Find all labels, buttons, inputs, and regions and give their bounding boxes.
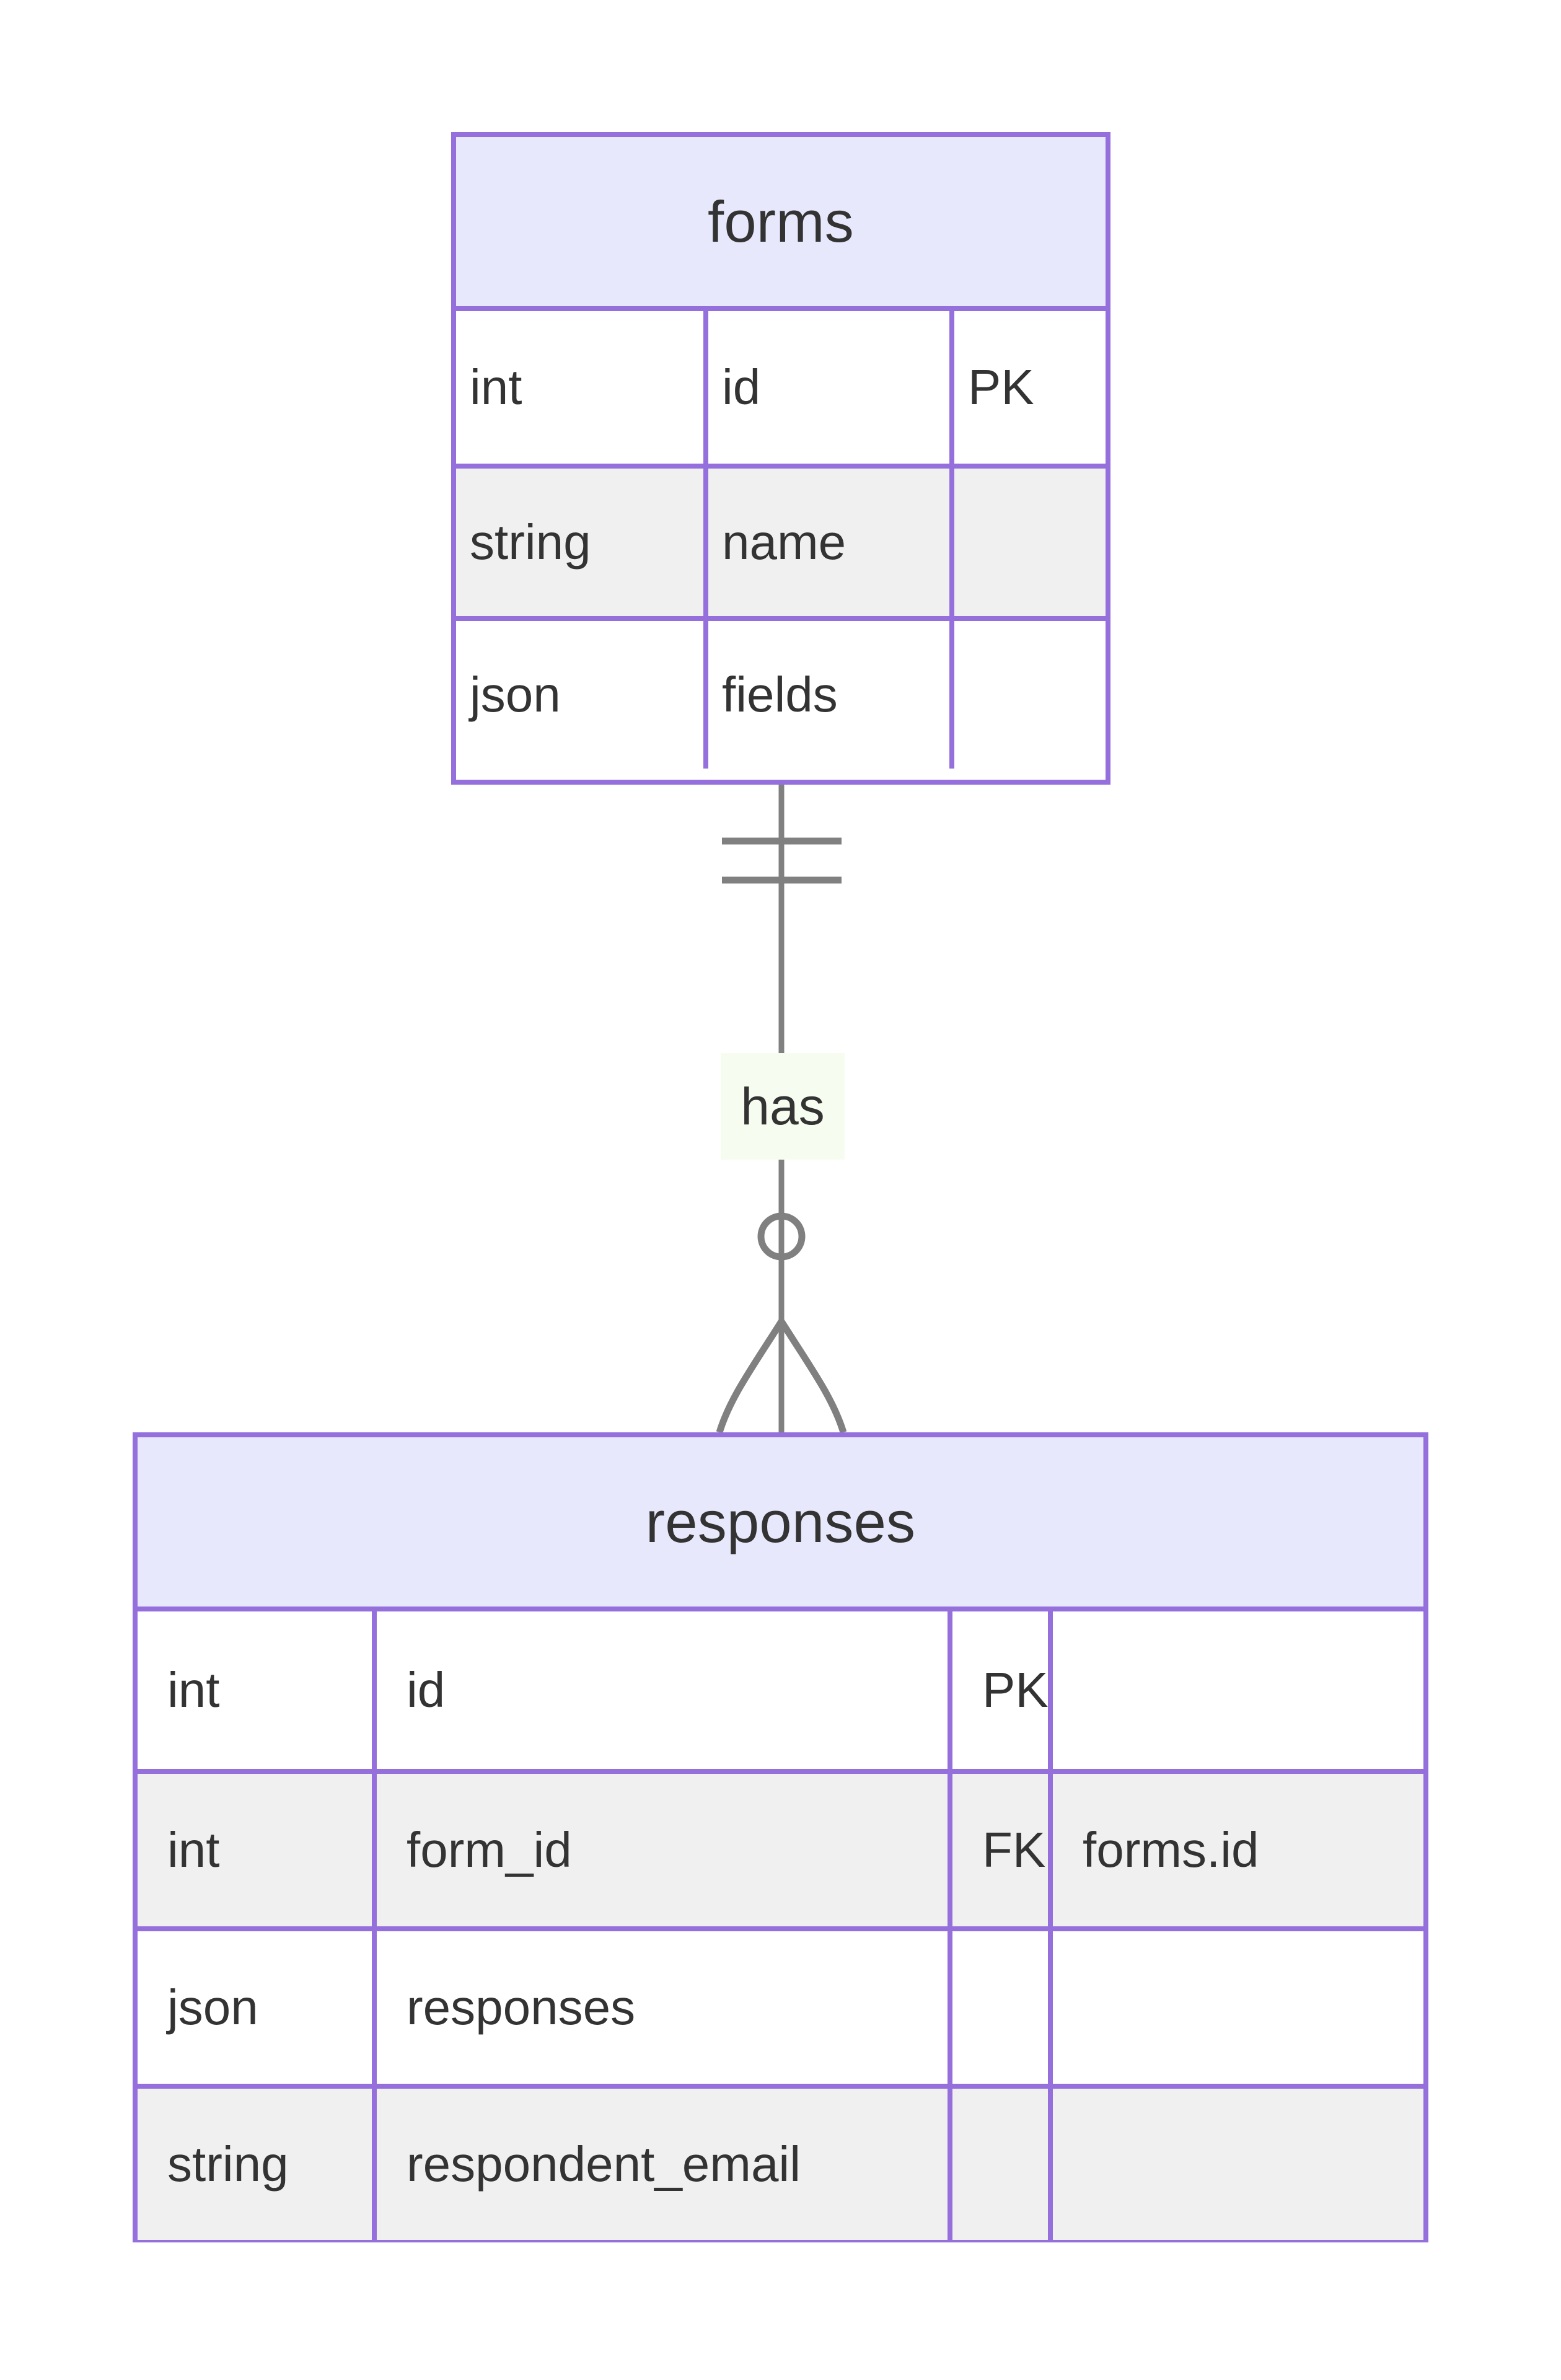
entity-responses-title: responses [138, 1437, 1423, 1611]
attribute-ref [1048, 2089, 1418, 2240]
attribute-key [949, 469, 1106, 616]
entity-forms-title: forms [456, 137, 1106, 311]
attribute-key: PK [949, 311, 1106, 464]
attribute-ref [1048, 1931, 1418, 2084]
attribute-name: name [703, 469, 949, 616]
attribute-key: FK [948, 1774, 1048, 1926]
cardinality-many-crowsfoot-left [716, 1320, 785, 1434]
table-row[interactable]: int id PK [138, 1611, 1423, 1769]
attribute-type: json [167, 1980, 258, 2035]
attribute-type: json [470, 667, 561, 722]
attribute-ref [1048, 1611, 1418, 1769]
relationship-label: has [721, 1053, 845, 1160]
attribute-type: int [167, 1822, 220, 1877]
attribute-type: string [167, 2136, 289, 2192]
attribute-name: responses [372, 1931, 948, 2084]
table-row[interactable]: json responses [138, 1926, 1423, 2084]
attribute-key [948, 1931, 1048, 2084]
attribute-name: respondent_email [372, 2089, 948, 2240]
cardinality-many-crowsfoot-right [778, 1320, 847, 1434]
attribute-name: id [372, 1611, 948, 1769]
attribute-type: int [470, 359, 522, 415]
cardinality-zero-circle [757, 1212, 806, 1261]
entity-forms[interactable]: forms int id PK string name json fields [451, 132, 1110, 785]
attribute-key [949, 621, 1106, 769]
table-row[interactable]: string respondent_email [138, 2084, 1423, 2240]
attribute-type: int [167, 1662, 220, 1717]
attribute-key: PK [948, 1611, 1048, 1769]
table-row[interactable]: int id PK [456, 311, 1106, 464]
attribute-ref: forms.id [1048, 1774, 1418, 1926]
attribute-name: fields [703, 621, 949, 769]
table-row[interactable]: int form_id FK forms.id [138, 1769, 1423, 1926]
entity-responses[interactable]: responses int id PK int form_id FK forms… [133, 1432, 1428, 2242]
table-row[interactable]: json fields [456, 616, 1106, 769]
attribute-type: string [470, 514, 591, 570]
attribute-name: id [703, 311, 949, 464]
table-row[interactable]: string name [456, 464, 1106, 616]
attribute-key [948, 2089, 1048, 2240]
attribute-name: form_id [372, 1774, 948, 1926]
